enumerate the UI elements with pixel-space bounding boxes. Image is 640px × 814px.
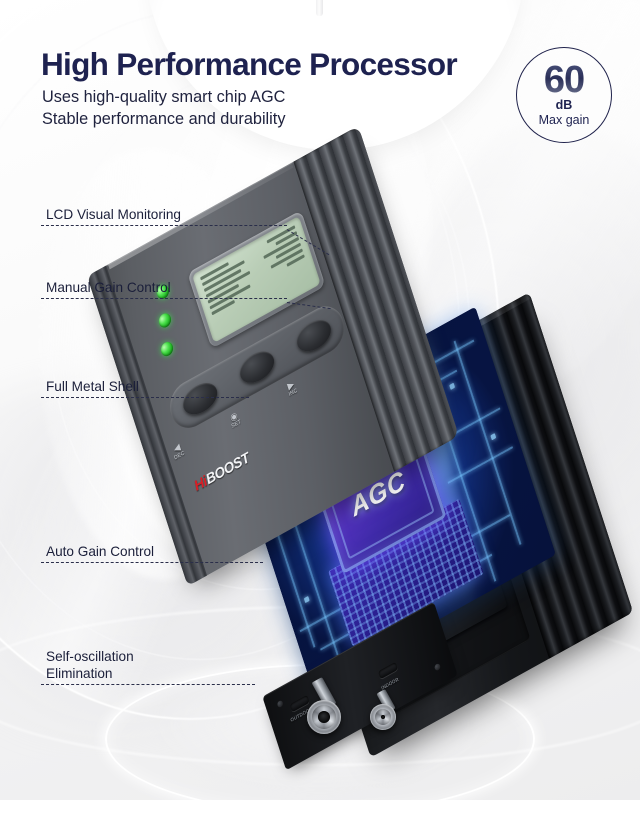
connector-core <box>381 715 385 719</box>
leader-line-lcd <box>286 229 330 256</box>
annotation-manual-gain-control: Manual Gain Control <box>41 279 287 299</box>
leader-line-manual-gain <box>286 302 331 310</box>
annotation-full-metal-shell: Full Metal Shell <box>41 378 249 398</box>
annotation-lcd-visual-monitoring: LCD Visual Monitoring <box>41 206 287 226</box>
annotation-label: Auto Gain Control <box>46 544 155 559</box>
annotation-rule <box>41 684 255 685</box>
annotation-label: LCD Visual Monitoring <box>46 207 181 222</box>
max-gain-value: 60 <box>543 59 585 101</box>
annotation-label: Self-oscillation Elimination <box>46 649 134 681</box>
annotation-auto-gain-control: Auto Gain Control <box>41 543 263 563</box>
annotation-self-oscillation-elimination: Self-oscillation Elimination <box>41 648 255 685</box>
background-dome-stem <box>316 0 323 16</box>
connector-core <box>318 711 330 723</box>
max-gain-caption: Max gain <box>538 113 590 127</box>
annotation-rule <box>41 225 287 226</box>
annotation-rule <box>41 562 263 563</box>
page-subtitle: Uses high-quality smart chip AGC Stable … <box>42 88 286 128</box>
max-gain-unit: dB <box>555 98 573 112</box>
annotation-rule <box>41 397 249 398</box>
annotation-label: Full Metal Shell <box>46 379 139 394</box>
indoor-connector <box>370 704 396 730</box>
max-gain-badge: 60 dB Max gain <box>516 47 612 143</box>
annotation-label: Manual Gain Control <box>46 280 171 295</box>
outdoor-connector <box>307 700 341 734</box>
page-title: High Performance Processor <box>41 46 458 82</box>
annotation-rule <box>41 298 287 299</box>
